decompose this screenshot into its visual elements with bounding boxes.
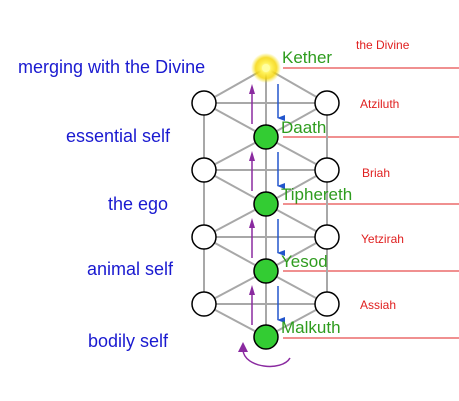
- node-yesod: [253, 258, 279, 284]
- central-nodes: [253, 124, 279, 350]
- node-daath: [253, 124, 279, 150]
- left-labels: merging with the Divine essential self t…: [18, 57, 205, 351]
- sephira-label-daath: Daath: [281, 118, 326, 137]
- world-label-assiah: Assiah: [360, 298, 396, 312]
- sephira-label-kether: Kether: [282, 48, 332, 67]
- node-left-1: [191, 90, 217, 116]
- kether-glow-icon: [251, 53, 281, 83]
- ascent-arrows: [249, 84, 255, 325]
- up-arrow: [249, 84, 255, 124]
- sephira-label-tiphereth: Tiphereth: [281, 185, 352, 204]
- left-label-animal: animal self: [87, 259, 174, 279]
- left-label-divine: merging with the Divine: [18, 57, 205, 77]
- world-label-divine: the Divine: [356, 38, 410, 52]
- node-left-3: [191, 224, 217, 250]
- node-right-4: [314, 291, 340, 317]
- node-right-3: [314, 224, 340, 250]
- up-arrow: [249, 218, 255, 258]
- world-labels: the Divine Atziluth Briah Yetzirah Assia…: [356, 38, 410, 312]
- up-arrow: [249, 151, 255, 191]
- node-tiphereth: [253, 191, 279, 217]
- node-left-4: [191, 291, 217, 317]
- world-label-yetzirah: Yetzirah: [361, 232, 404, 246]
- world-rules: [283, 67, 459, 339]
- node-malkuth: [253, 324, 279, 350]
- left-label-ego: the ego: [108, 194, 168, 214]
- sephira-label-malkuth: Malkuth: [281, 318, 341, 337]
- world-label-atziluth: Atziluth: [360, 97, 399, 111]
- world-label-briah: Briah: [362, 166, 390, 180]
- sephira-labels: Kether Daath Tiphereth Yesod Malkuth: [281, 48, 352, 337]
- sephira-label-yesod: Yesod: [281, 252, 328, 271]
- outer-nodes: [191, 90, 340, 317]
- left-label-essential: essential self: [66, 126, 171, 146]
- node-right-2: [314, 157, 340, 183]
- node-left-2: [191, 157, 217, 183]
- node-right-1: [314, 90, 340, 116]
- up-arrow: [249, 285, 255, 325]
- cycle-arrow-icon: [238, 342, 291, 368]
- left-label-bodily: bodily self: [88, 331, 169, 351]
